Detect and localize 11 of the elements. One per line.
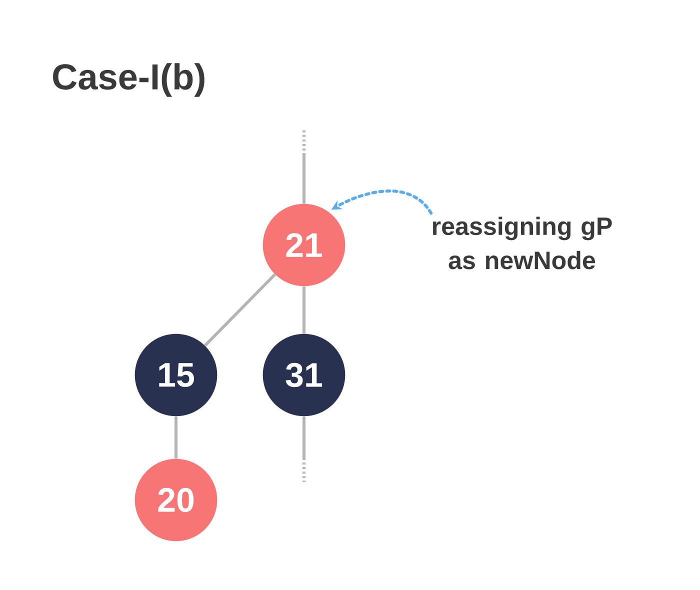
tree-node: 31 — [262, 334, 346, 416]
tree-edge — [302, 286, 306, 334]
title: Case-I(b) — [53, 63, 204, 97]
tree-edge — [204, 273, 276, 347]
tree-node: 15 — [134, 334, 218, 416]
tree-edge — [174, 416, 178, 459]
annotation-text: reassigning gP as newNode — [432, 216, 612, 270]
line-stub — [302, 155, 306, 204]
line-stub — [302, 416, 306, 458]
tree-node: 20 — [134, 458, 218, 542]
tree-node: 21 — [262, 204, 346, 286]
